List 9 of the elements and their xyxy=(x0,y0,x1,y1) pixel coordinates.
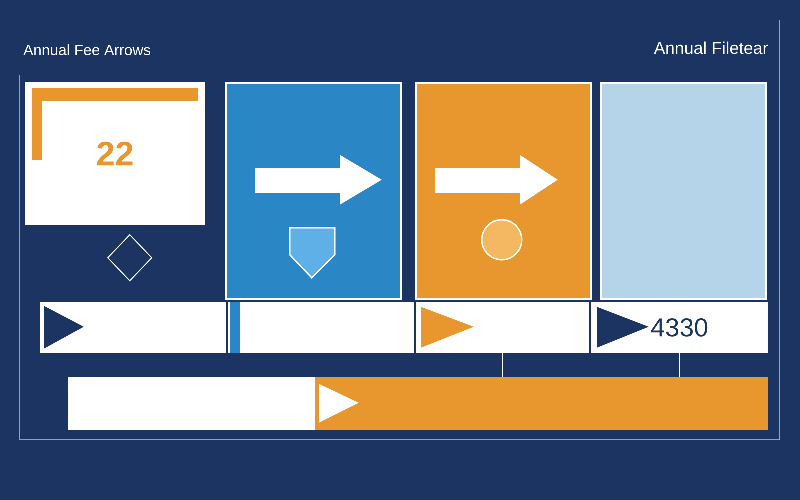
title: Annual Fee Arrows xyxy=(24,44,151,56)
connector xyxy=(679,353,680,377)
panel xyxy=(600,82,767,300)
step-cell xyxy=(40,302,226,354)
heading: Annual Filetear xyxy=(654,42,768,54)
timeline-bar xyxy=(315,377,768,430)
step-cell xyxy=(228,302,414,354)
connector xyxy=(502,353,504,377)
timeline-bar xyxy=(68,377,316,430)
